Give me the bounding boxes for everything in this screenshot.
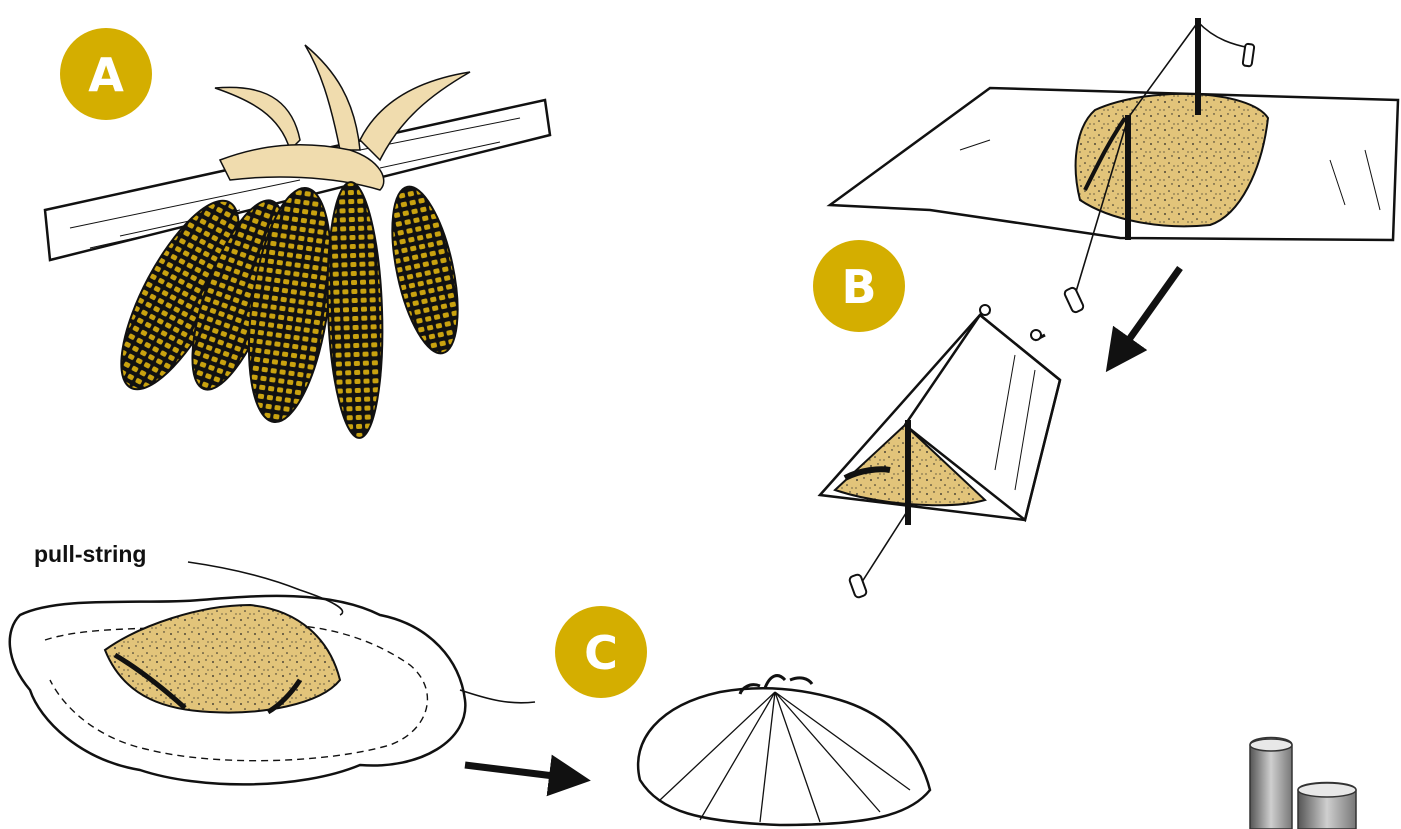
badge-a: A: [60, 28, 152, 120]
badge-a-letter: A: [88, 48, 124, 102]
badge-b-letter: B: [841, 260, 876, 314]
arrow-icon: [1118, 268, 1180, 355]
pull-string-label: pull-string: [34, 541, 146, 567]
bundle-section: C pull-string: [10, 541, 930, 825]
stone-pillars-illustration: [1250, 738, 1356, 829]
badge-c: C: [555, 606, 647, 698]
corn-section: A: [45, 28, 550, 439]
arrow-icon: [465, 765, 570, 778]
badge-b: B: [813, 240, 905, 332]
tent-section: B: [813, 18, 1398, 598]
tent-shelter-illustration: [820, 305, 1060, 598]
cloth-bundle-illustration: [638, 676, 930, 825]
pull-string-leader-line: [188, 562, 300, 590]
open-cloth-illustration: [10, 590, 535, 784]
badge-c-letter: C: [584, 626, 618, 680]
flat-sheet-illustration: [830, 18, 1398, 313]
